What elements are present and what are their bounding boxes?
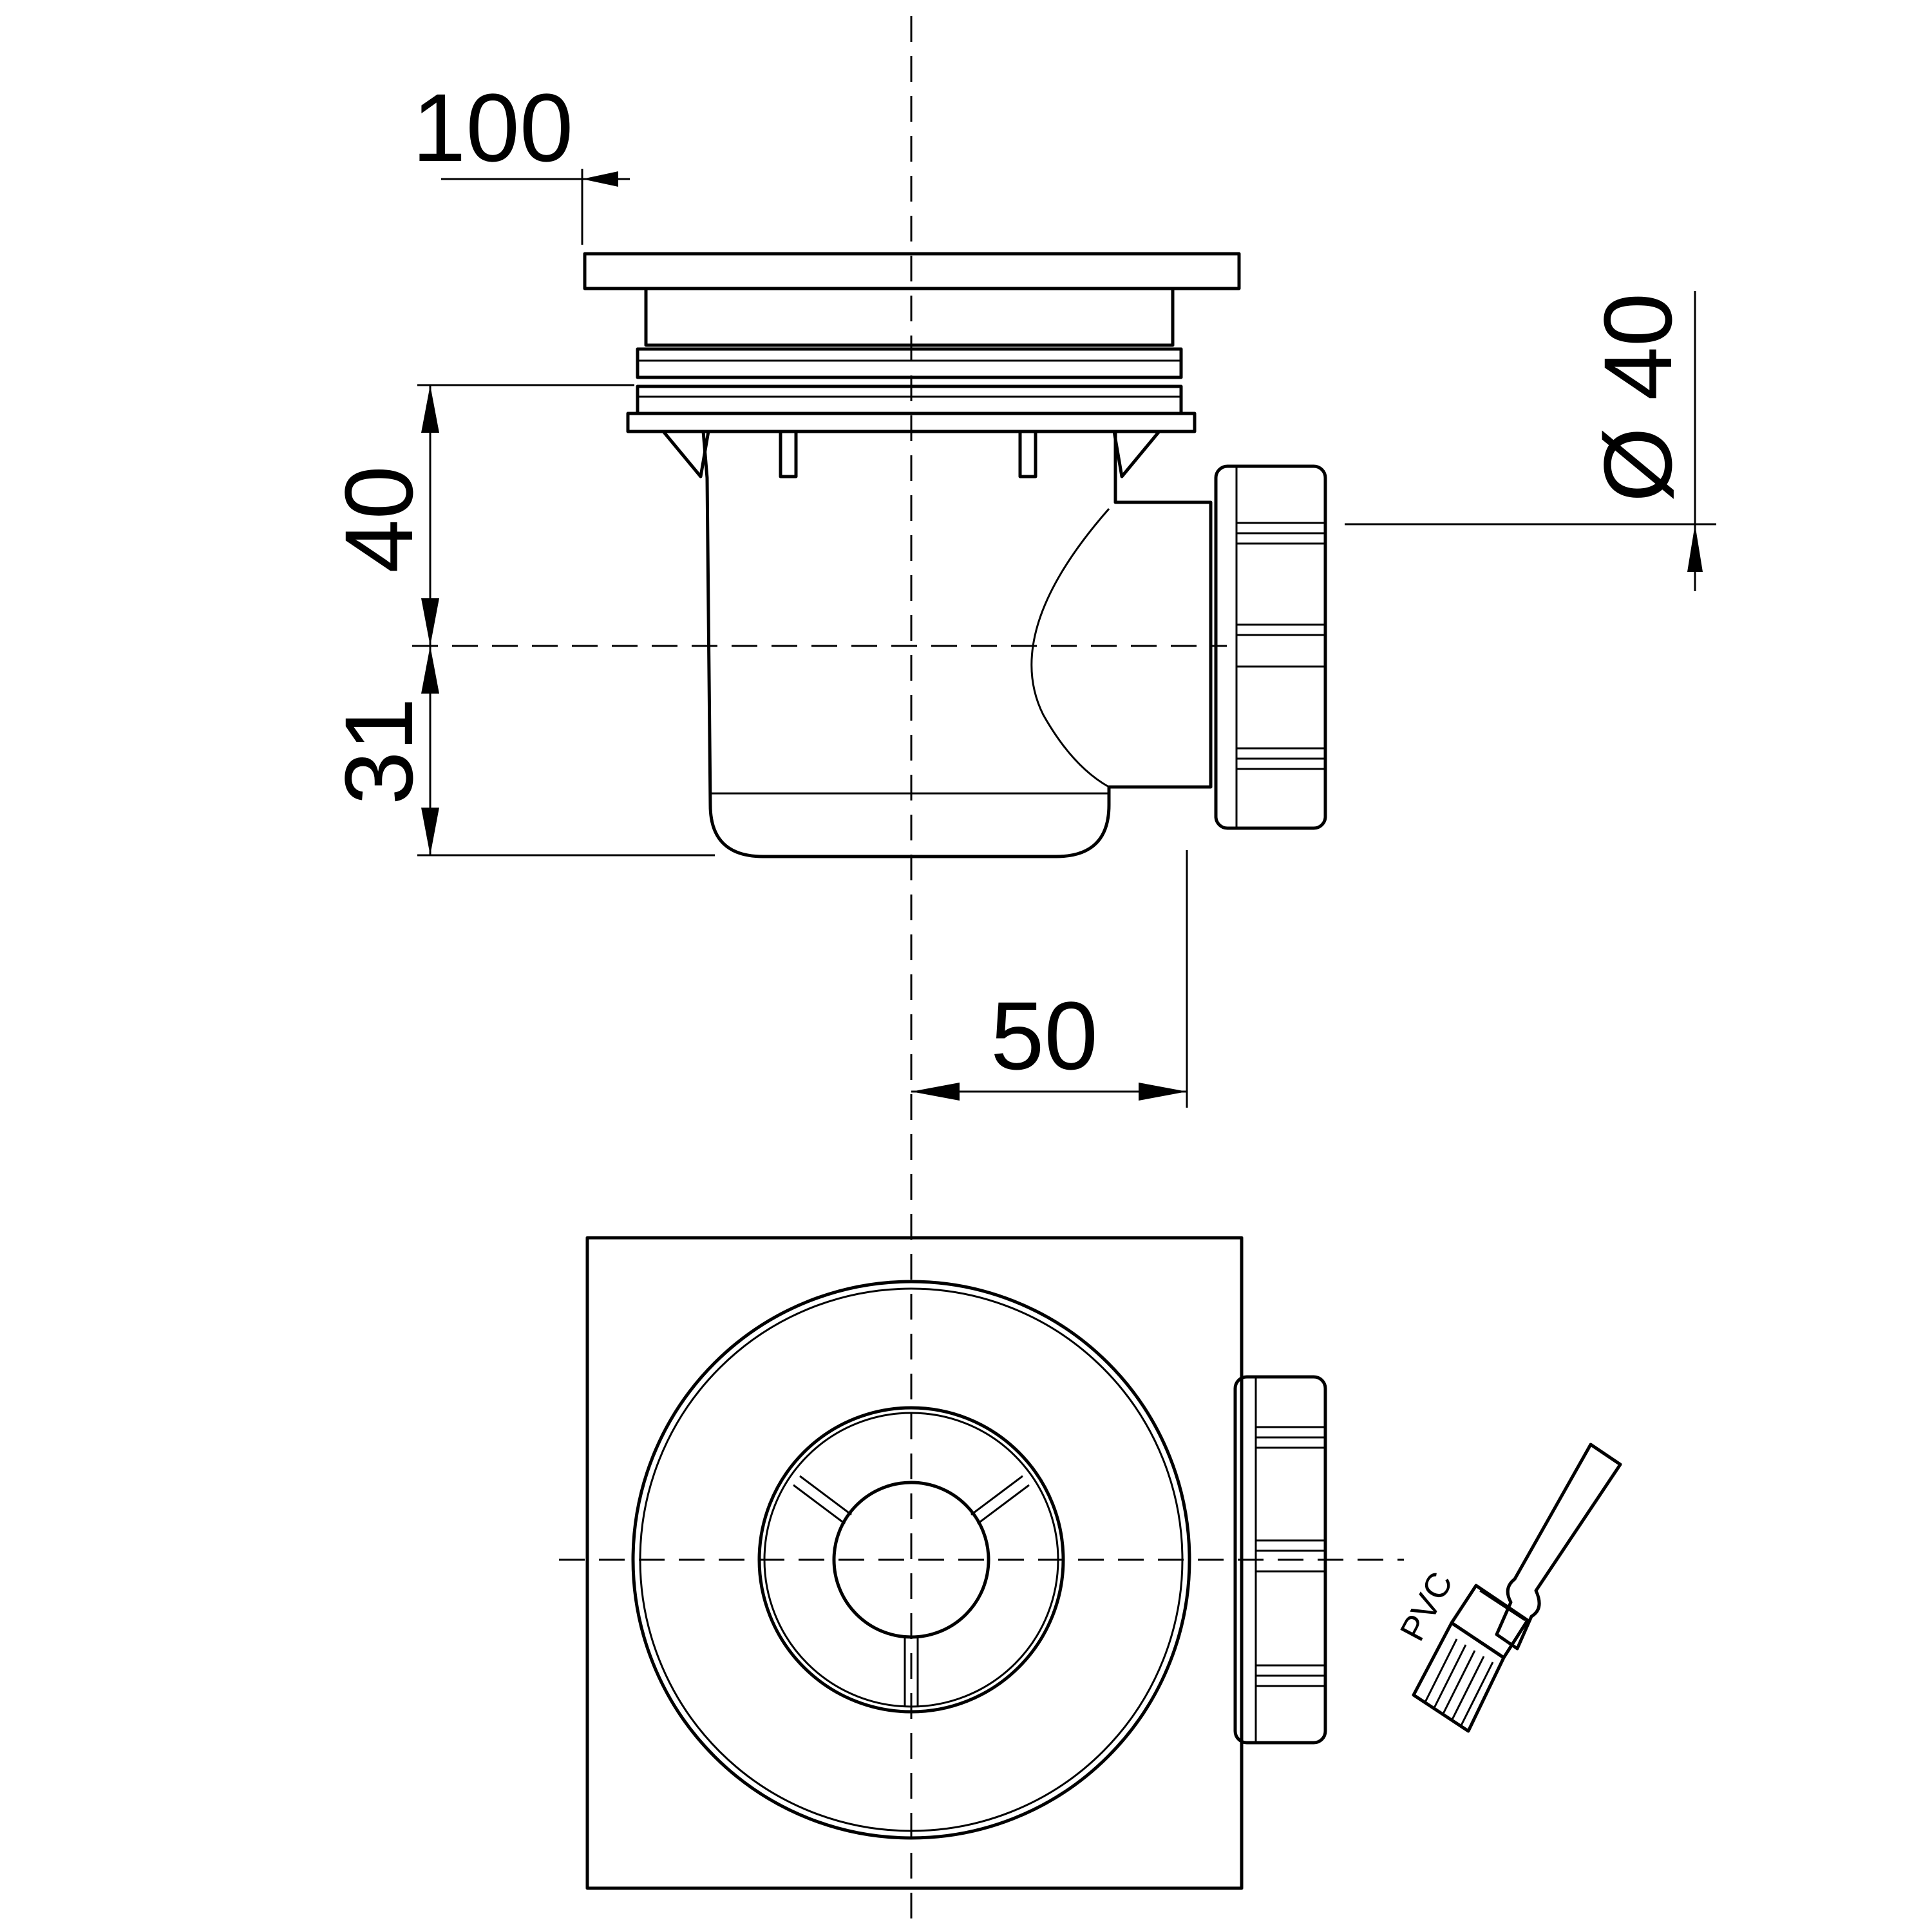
pvc-glue-brush-icon: PVC	[1393, 1443, 1622, 1733]
dimension-label-flange-offset: 100	[412, 73, 573, 182]
stud-right	[1018, 430, 1037, 478]
dimension-label-outlet-offset: 50	[990, 981, 1098, 1090]
dimension-outlet-offset: 50	[911, 850, 1188, 1108]
square-plate	[585, 1236, 1244, 1890]
right-support-bracket	[1112, 430, 1161, 478]
dimension-vertical-heights: 40 31	[325, 384, 715, 857]
seal-ring	[636, 384, 1183, 415]
pvc-label: PVC	[1393, 1566, 1461, 1647]
stud-left	[779, 430, 798, 478]
dimension-label-outlet-diameter: Ø 40	[1584, 293, 1692, 502]
plan-view	[559, 1236, 1404, 1890]
center-hole	[832, 1481, 990, 1639]
upper-clamp-ring	[636, 347, 1183, 379]
spoke-bottom	[904, 1638, 919, 1707]
plan-outlet-nut	[1233, 1375, 1327, 1745]
side-view: 100 40 31 50 Ø 40	[325, 16, 1716, 1922]
inner-basket	[757, 1406, 1065, 1714]
drain-body	[701, 430, 1213, 858]
dimension-label-lower-height: 31	[325, 697, 433, 805]
base-flange	[626, 412, 1197, 433]
left-support-bracket	[661, 430, 710, 478]
elbow-curve	[1030, 508, 1110, 788]
dimension-label-upper-height: 40	[325, 466, 433, 573]
spoke-left	[793, 1475, 852, 1525]
dimension-flange-offset: 100	[412, 73, 630, 245]
spoke-right	[971, 1475, 1030, 1525]
outlet-union-nut	[1214, 464, 1327, 830]
riser-collar	[644, 287, 1175, 347]
dimension-outlet-diameter: Ø 40	[1345, 291, 1716, 591]
outer-ring	[631, 1280, 1191, 1840]
